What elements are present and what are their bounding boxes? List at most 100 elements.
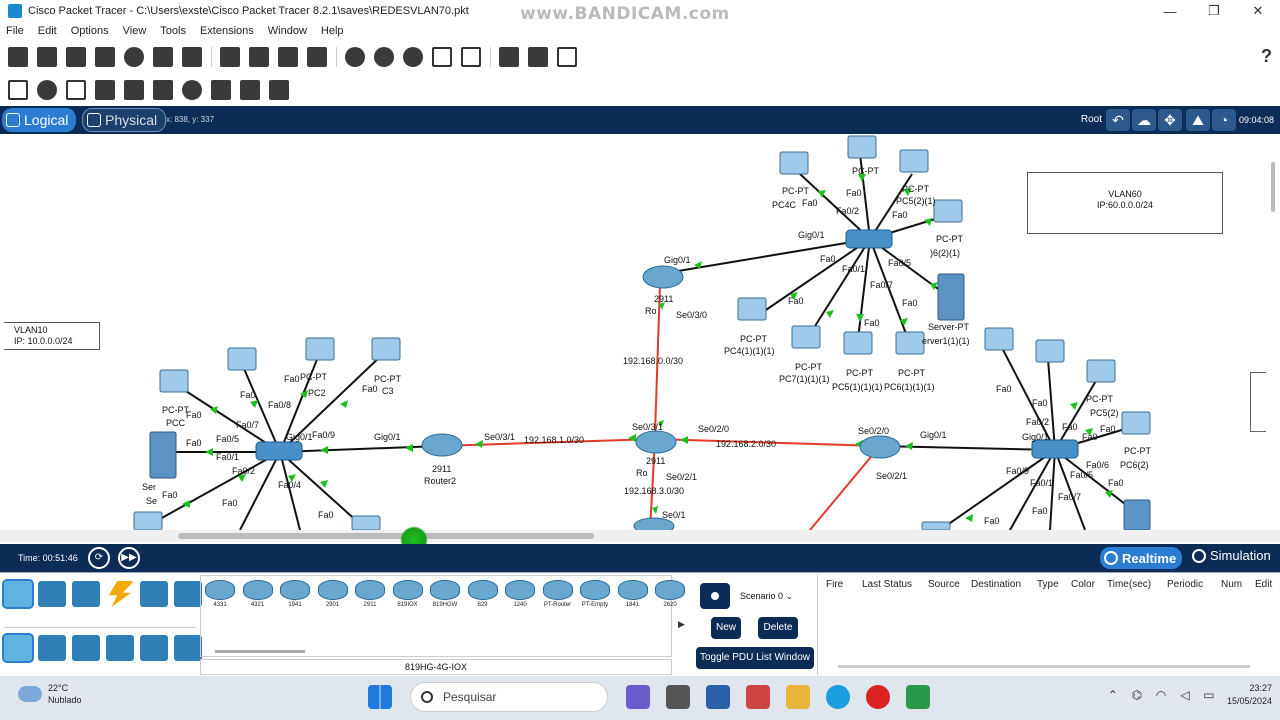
back-icon[interactable]: ↶ <box>1106 109 1130 131</box>
hubs-icon[interactable] <box>72 635 100 661</box>
network-icon[interactable]: ⌬ <box>1131 688 1143 702</box>
canvas-horizontal-scrollbar[interactable] <box>0 530 1280 542</box>
tab-logical[interactable]: Logical <box>2 108 77 132</box>
miscellaneous-icon[interactable] <box>140 581 168 607</box>
delete-scenario-button[interactable]: Delete <box>758 617 798 639</box>
device-819hgw[interactable]: 819HGW <box>428 580 462 608</box>
vlan60-note[interactable]: VLAN60 IP:60.0.0.0/24 <box>1027 172 1223 234</box>
activity-wizard-icon[interactable] <box>182 47 202 67</box>
fast-forward-icon[interactable]: ▶▶ <box>118 547 140 569</box>
scenario-select[interactable]: Scenario 0 ⌄ <box>736 587 806 605</box>
open-folder-icon[interactable] <box>37 47 57 67</box>
switch-devices[interactable] <box>255 229 1079 461</box>
note-icon[interactable] <box>95 80 115 100</box>
packet-tracer-taskbar-icon[interactable] <box>906 685 930 709</box>
scenario-info-icon[interactable] <box>700 583 730 609</box>
help-icon[interactable]: ? <box>1261 46 1272 66</box>
device-1841[interactable]: 1841 <box>616 580 650 608</box>
device-1240[interactable]: 1240 <box>503 580 537 608</box>
components-icon[interactable] <box>72 581 100 607</box>
menu-options[interactable]: Options <box>70 25 109 37</box>
device-2901[interactable]: 2901 <box>316 580 350 608</box>
edge-browser-icon[interactable] <box>826 685 850 709</box>
device-pt-router[interactable]: PT-Router <box>541 580 575 608</box>
wifi-icon[interactable]: ◠ <box>1155 688 1167 702</box>
battery-icon[interactable]: ▭ <box>1203 688 1215 702</box>
end-devices-icon[interactable] <box>38 581 66 607</box>
device-819iox[interactable]: 819IOX <box>391 580 425 608</box>
switches-icon[interactable] <box>38 635 66 661</box>
pdu-icon[interactable] <box>528 47 548 67</box>
maximize-button[interactable]: ❐ <box>1208 3 1220 18</box>
routers-icon[interactable] <box>2 633 34 663</box>
security-icon[interactable] <box>140 635 168 661</box>
print-icon[interactable] <box>95 47 115 67</box>
logical-workspace-canvas[interactable]: Gig0/1 2911 Ro Se0/3/0 192.168.0.0/30 Gi… <box>0 134 1280 535</box>
tab-physical[interactable]: Physical <box>82 108 167 132</box>
draw-ellipse-icon[interactable] <box>182 80 202 100</box>
save-icon[interactable] <box>66 47 86 67</box>
cluster-icon[interactable]: ☁ <box>1132 109 1156 131</box>
menu-tools[interactable]: Tools <box>160 25 186 37</box>
device-dialog-icon[interactable] <box>499 47 519 67</box>
device-pt-empty[interactable]: PT-Empty <box>578 580 612 608</box>
simple-pdu-icon[interactable] <box>240 80 260 100</box>
router-devices[interactable] <box>421 265 901 535</box>
minimize-button[interactable]: — <box>1163 3 1177 19</box>
device-829[interactable]: 829 <box>466 580 500 608</box>
realtime-mode-tab[interactable]: Realtime <box>1100 547 1183 569</box>
vlan10-note[interactable]: VLAN10 IP: 10.0.0.0/24 <box>4 322 100 350</box>
menu-extensions[interactable]: Extensions <box>199 25 254 37</box>
device-4321[interactable]: 4321 <box>241 580 275 608</box>
simulation-mode-tab[interactable]: Simulation <box>1192 548 1271 563</box>
image-icon[interactable] <box>557 47 577 67</box>
connections-icon[interactable] <box>108 581 134 607</box>
redo-icon[interactable] <box>307 47 327 67</box>
info-icon[interactable] <box>124 47 144 67</box>
resize-icon[interactable] <box>66 80 86 100</box>
freeform-icon[interactable] <box>211 80 231 100</box>
complex-pdu-icon[interactable] <box>269 80 289 100</box>
network-info-icon[interactable] <box>153 47 173 67</box>
panel-collapse-icon[interactable]: ▶ <box>678 619 685 629</box>
zoom-reset-icon[interactable] <box>374 47 394 67</box>
copilot-icon[interactable] <box>626 685 650 709</box>
draw-rectangle-icon[interactable] <box>153 80 173 100</box>
network-devices-icon[interactable] <box>2 579 34 609</box>
file-explorer-icon[interactable] <box>786 685 810 709</box>
new-file-icon[interactable] <box>8 47 28 67</box>
device-4331[interactable]: 4331 <box>203 580 237 608</box>
copy-icon[interactable] <box>220 47 240 67</box>
viewport-icon[interactable]: ◔ <box>1212 109 1236 131</box>
wan-emulation-icon[interactable] <box>174 635 202 661</box>
task-view-icon[interactable] <box>666 685 690 709</box>
menu-help[interactable]: Help <box>320 25 344 37</box>
pc-devices[interactable] <box>133 135 1151 531</box>
offscreen-note[interactable] <box>1250 372 1266 432</box>
pdu-table-scrollbar[interactable] <box>838 665 1250 668</box>
wireless-devices-icon[interactable] <box>106 635 134 661</box>
draw-line-icon[interactable] <box>124 80 144 100</box>
drawing-palette-icon[interactable] <box>432 47 452 67</box>
horizontal-scroll-thumb[interactable] <box>178 533 594 539</box>
weather-widget[interactable]: 22°C Nublado <box>18 682 82 706</box>
paste-icon[interactable] <box>249 47 269 67</box>
menu-file[interactable]: File <box>6 25 24 37</box>
zoom-in-icon[interactable] <box>345 47 365 67</box>
device-1941[interactable]: 1941 <box>278 580 312 608</box>
device-list-scrollbar[interactable] <box>215 650 305 653</box>
outlook-icon[interactable] <box>706 685 730 709</box>
toggle-pdu-list-button[interactable]: Toggle PDU List Window <box>696 647 814 669</box>
new-scenario-button[interactable]: New <box>711 617 741 639</box>
bandicam-icon[interactable] <box>866 685 890 709</box>
calendar-icon[interactable] <box>746 685 770 709</box>
taskbar-search[interactable]: Pesquisar <box>410 682 608 712</box>
close-button[interactable]: ✕ <box>1252 3 1264 18</box>
device-2911[interactable]: 2911 <box>353 580 387 608</box>
menu-edit[interactable]: Edit <box>37 25 57 37</box>
canvas-vertical-scrollbar[interactable] <box>1268 140 1278 530</box>
select-icon[interactable] <box>8 80 28 100</box>
multiuser-icon[interactable] <box>174 581 202 607</box>
system-clock[interactable]: 23:27 15/05/2024 <box>1227 682 1272 708</box>
undo-icon[interactable] <box>278 47 298 67</box>
